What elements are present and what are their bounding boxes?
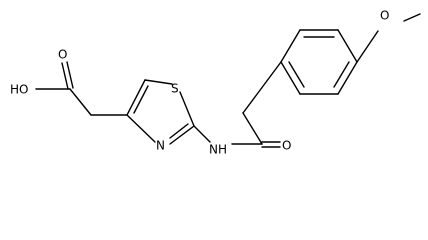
amide-nh-label: NH: [209, 143, 227, 157]
hydroxyl-label: HO: [10, 83, 28, 97]
bond-c4-c5: [126, 79, 146, 116]
methoxy-group: [356, 13, 421, 63]
bond-c5-s: [144, 79, 173, 85]
thiazole-ring: [126, 79, 195, 145]
bond-ph-o: [356, 30, 379, 63]
carbonyl-oxygen-amide-label: O: [282, 139, 291, 153]
bond-n-c4: [126, 114, 156, 143]
bond-ph-inner-b: [333, 61, 350, 88]
ring-sulfur-label: S: [171, 82, 179, 96]
bond-ph-3-4: [337, 29, 358, 63]
carbonyl-oxygen-acid-label: O: [58, 48, 67, 62]
bond-ph-inner-c: [288, 61, 305, 88]
bond-c4-c5-inner: [133, 85, 149, 114]
bond-c2-nh: [193, 125, 211, 143]
bond-c2-n-inner: [169, 123, 189, 139]
bond-c-o-double-b: [66, 61, 74, 89]
ring-nitrogen-label: N: [156, 139, 165, 153]
phenyl-ring: [280, 29, 358, 95]
chemical-structure-diagram: HO O S N NH O O: [10, 9, 421, 157]
bond-acid-c-ch2: [69, 88, 92, 116]
methoxy-oxygen-label: O: [380, 9, 389, 23]
bond-c-o-double-a: [61, 62, 69, 90]
bond-ph-1-2: [280, 29, 301, 63]
bond-c-ch2: [242, 112, 263, 145]
bond-c2-n: [169, 125, 195, 145]
bond-o-ch3: [403, 13, 421, 22]
carboxylic-acid-group: [35, 61, 128, 116]
bond-ph-4-5: [337, 61, 358, 95]
bond-s-c2: [179, 91, 195, 127]
bond-ch2-phenyl: [242, 61, 282, 114]
amide-group: [193, 61, 282, 148]
bond-ph-6-1: [280, 61, 301, 95]
